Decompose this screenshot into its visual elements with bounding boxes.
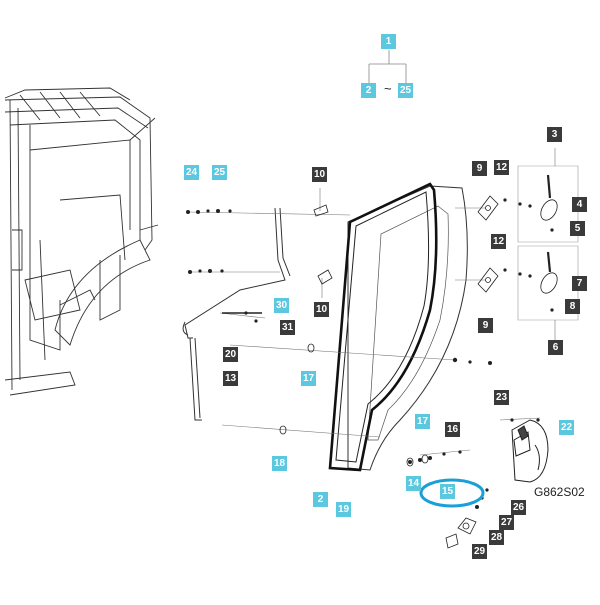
- part-label: 3: [547, 127, 562, 142]
- part-label: 16: [445, 422, 460, 437]
- part-label: 29: [472, 544, 487, 559]
- part-label: 1: [381, 34, 396, 49]
- lock-parts: [445, 517, 477, 549]
- latch-housing: [511, 419, 549, 483]
- part-label: 10: [314, 302, 329, 317]
- part-label: 24: [184, 165, 199, 180]
- range-separator: ~: [384, 81, 392, 96]
- part-label: 17: [415, 414, 430, 429]
- part-label: 18: [272, 456, 287, 471]
- part-label: 19: [336, 502, 351, 517]
- door-glass: [347, 185, 468, 471]
- door-seal: [328, 182, 438, 472]
- diagram-code: G862S02: [534, 485, 585, 499]
- part-label: 2: [313, 492, 328, 507]
- part-label: 25: [398, 83, 413, 98]
- door-seal-inner: [335, 191, 430, 463]
- hinge-brackets: [477, 195, 499, 293]
- part-label: 28: [489, 530, 504, 545]
- plates: [313, 204, 333, 285]
- handrail: [182, 207, 291, 421]
- part-label: 20: [223, 347, 238, 362]
- part-label: 26: [511, 500, 526, 515]
- part-label: 30: [274, 298, 289, 313]
- part-label: 7: [572, 276, 587, 291]
- washers: [279, 343, 429, 467]
- hinge-pins: [540, 174, 558, 294]
- part-label: 10: [312, 167, 327, 182]
- cab-frame: [4, 87, 159, 396]
- group-bracket: [368, 50, 407, 83]
- part-label: 13: [223, 371, 238, 386]
- part-label: 4: [572, 197, 587, 212]
- part-label: 22: [559, 420, 574, 435]
- part-label: 9: [478, 318, 493, 333]
- part-label: 14: [406, 476, 421, 491]
- part-label: 8: [565, 299, 580, 314]
- part-label: 12: [491, 234, 506, 249]
- highlight-circle: [419, 478, 485, 508]
- part-label: 9: [472, 161, 487, 176]
- part-label: 2: [361, 83, 376, 98]
- part-label: 17: [301, 371, 316, 386]
- part-label: 31: [280, 320, 295, 335]
- part-label: 27: [499, 515, 514, 530]
- part-label: 25: [212, 165, 227, 180]
- part-label: 12: [494, 160, 509, 175]
- part-label: 6: [548, 340, 563, 355]
- leader-lines: [187, 148, 579, 456]
- part-label: 5: [570, 221, 585, 236]
- part-label: 15: [440, 484, 455, 499]
- part-label: 23: [494, 390, 509, 405]
